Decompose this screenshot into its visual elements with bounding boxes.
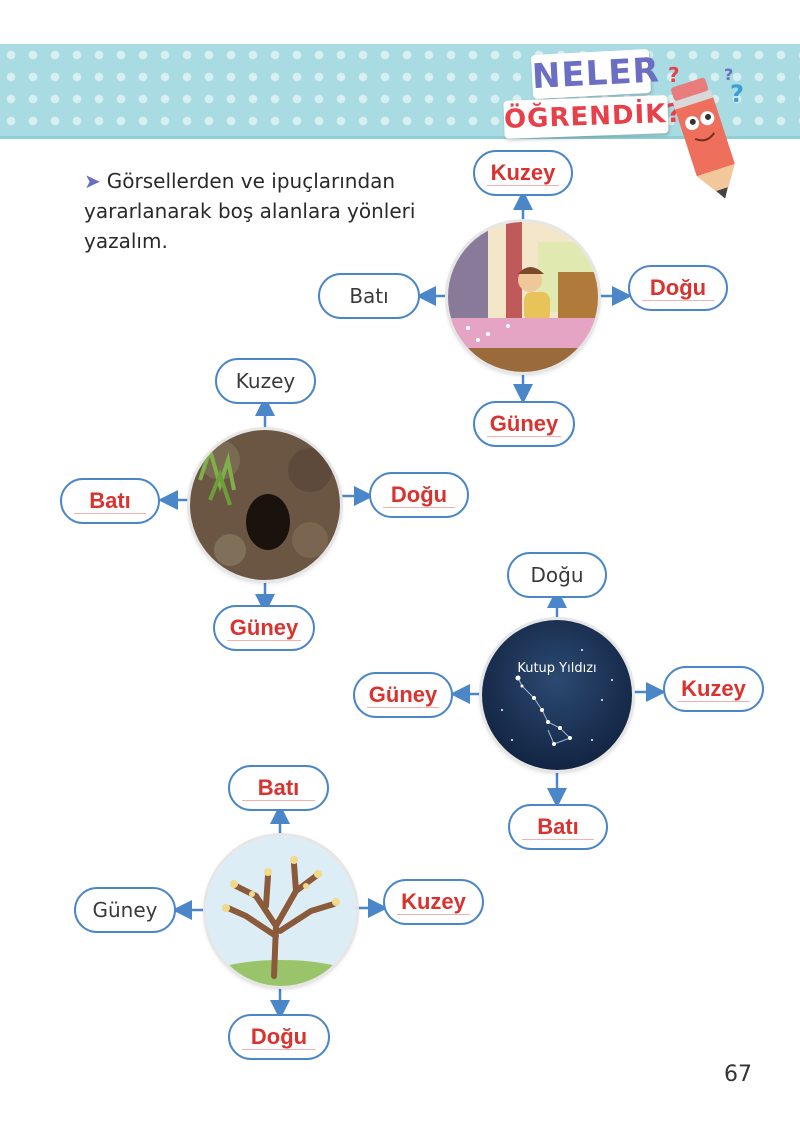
- instruction-body: Görsellerden ve ipuçlarından yararlanara…: [84, 169, 416, 253]
- bedroom-north-box[interactable]: Kuzey: [473, 150, 573, 196]
- bedroom-east-label: Doğu: [649, 275, 707, 300]
- star-north-label: Doğu: [530, 563, 584, 587]
- header-divider: [0, 136, 800, 139]
- ground-hole-image: [190, 430, 340, 580]
- star-east-box[interactable]: Kuzey: [663, 666, 764, 712]
- star-west-label: Güney: [368, 682, 438, 707]
- bedroom-image: [448, 222, 598, 372]
- section-title-top: NELER: [530, 48, 661, 100]
- hole-north-box[interactable]: Kuzey: [215, 358, 316, 404]
- bedroom-south-box[interactable]: Güney: [473, 401, 575, 447]
- north-star-image: Kutup Yıldızı: [482, 620, 632, 770]
- bedroom-east-box[interactable]: Doğu: [628, 265, 728, 311]
- pencil-mascot-icon: ? ? ?: [668, 63, 744, 199]
- bedroom-south-label: Güney: [489, 411, 559, 436]
- bedroom-west-box[interactable]: Batı: [318, 273, 420, 319]
- star-east-label: Kuzey: [681, 676, 746, 701]
- tree-east-label: Kuzey: [401, 889, 466, 914]
- tree-north-label: Batı: [257, 775, 300, 800]
- instruction-text: ➤Görsellerden ve ipuçlarından yararlanar…: [84, 166, 424, 256]
- hole-south-label: Güney: [229, 615, 299, 640]
- tree-east-box[interactable]: Kuzey: [383, 879, 484, 925]
- hole-west-box[interactable]: Batı: [60, 478, 160, 524]
- star-west-box[interactable]: Güney: [353, 672, 453, 718]
- section-title-bottom: ÖĞRENDİK?: [503, 95, 683, 139]
- hole-east-label: Doğu: [390, 482, 448, 507]
- hole-north-label: Kuzey: [235, 369, 296, 393]
- page-number: 67: [724, 1062, 752, 1087]
- bullet-arrow-icon: ➤: [84, 169, 101, 193]
- bedroom-north-label: Kuzey: [490, 160, 556, 185]
- svg-text:?: ?: [724, 65, 733, 84]
- north-star-caption: Kutup Yıldızı: [517, 661, 596, 676]
- star-south-label: Batı: [537, 814, 579, 839]
- bedroom-west-label: Batı: [349, 284, 389, 308]
- svg-text:?: ?: [730, 80, 744, 108]
- hole-south-box[interactable]: Güney: [213, 605, 315, 651]
- tree-south-label: Doğu: [250, 1024, 308, 1049]
- tree-north-box[interactable]: Batı: [228, 765, 329, 811]
- hole-east-box[interactable]: Doğu: [369, 472, 469, 518]
- tree-image: [206, 836, 356, 986]
- hole-west-label: Batı: [89, 488, 131, 513]
- star-south-box[interactable]: Batı: [508, 804, 608, 850]
- svg-text:?: ?: [668, 63, 680, 87]
- tree-west-label: Güney: [92, 898, 158, 922]
- header-banner: [0, 44, 800, 136]
- tree-south-box[interactable]: Doğu: [228, 1014, 330, 1060]
- star-north-box[interactable]: Doğu: [507, 552, 607, 598]
- tree-west-box[interactable]: Güney: [74, 887, 176, 933]
